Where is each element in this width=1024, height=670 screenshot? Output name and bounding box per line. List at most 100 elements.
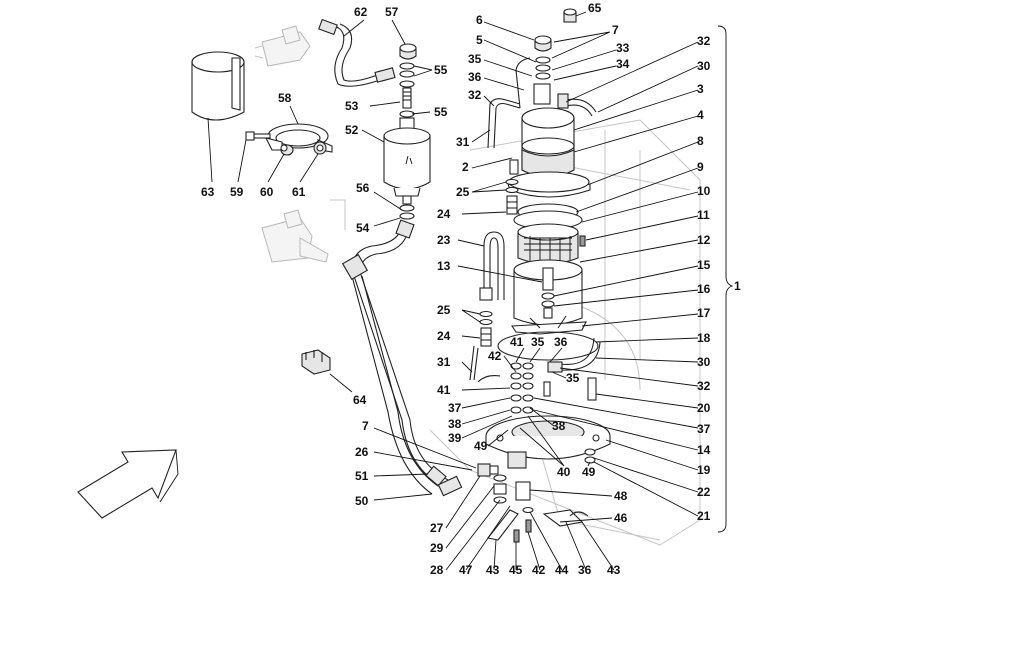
washer-stack <box>510 362 551 414</box>
callout-49: 49 <box>474 439 488 453</box>
banjo-bolt-53 <box>399 87 415 118</box>
callout-26: 26 <box>355 445 369 459</box>
callout-29: 29 <box>430 541 444 555</box>
callout-23: 23 <box>437 233 451 247</box>
callout-56: 56 <box>356 181 370 195</box>
tube-23 <box>479 231 505 301</box>
leader-lines <box>207 11 699 571</box>
callout-28: 28 <box>430 563 444 577</box>
callout-48: 48 <box>614 489 628 503</box>
callout-51: 51 <box>355 469 369 483</box>
callout-32: 32 <box>697 379 711 393</box>
callout-25: 25 <box>456 185 470 199</box>
callout-12: 12 <box>697 233 711 247</box>
callout-63: 63 <box>201 185 215 199</box>
sleeve-63 <box>191 51 245 121</box>
tube-13 <box>541 267 555 319</box>
callout-21: 21 <box>697 509 711 523</box>
direction-arrow <box>77 449 179 519</box>
callout-60: 60 <box>260 185 274 199</box>
callout-38: 38 <box>448 417 462 431</box>
callout-24: 24 <box>437 329 451 343</box>
callout-30: 30 <box>697 59 711 73</box>
screws-45-42-44 <box>513 506 534 543</box>
callout-36: 36 <box>554 335 568 349</box>
callout-8: 8 <box>697 134 704 148</box>
callout-5: 5 <box>476 33 483 47</box>
ring-9-10 <box>513 203 583 230</box>
callout-33: 33 <box>616 41 630 55</box>
callout-7: 7 <box>362 419 369 433</box>
adapter-24 <box>506 195 518 215</box>
callout-1: 1 <box>734 279 741 293</box>
fuel-pump-3 <box>521 83 575 178</box>
fuel-filter-52 <box>383 117 431 205</box>
callout-30: 30 <box>697 355 711 369</box>
callout-11: 11 <box>697 208 710 222</box>
callout-58: 58 <box>278 91 292 105</box>
connector-32c <box>547 361 563 373</box>
callout-62: 62 <box>354 5 368 19</box>
callout-24: 24 <box>437 207 451 221</box>
callout-44: 44 <box>555 563 569 577</box>
callout-53: 53 <box>345 99 359 113</box>
callout-38: 38 <box>552 419 566 433</box>
bracket-43 <box>487 509 589 541</box>
callout-32: 32 <box>468 88 482 102</box>
callout-50: 50 <box>355 494 369 508</box>
screw-11 <box>579 235 586 247</box>
callout-37: 37 <box>697 422 711 436</box>
callout-55: 55 <box>434 63 448 77</box>
callout-47: 47 <box>459 563 473 577</box>
callout-65: 65 <box>588 1 602 15</box>
callout-numbers: 62 57 55 53 55 58 52 63 59 60 61 56 54 6… <box>201 1 741 577</box>
callout-54: 54 <box>356 221 370 235</box>
flange-14 <box>485 415 611 460</box>
callout-59: 59 <box>230 185 244 199</box>
orings-25b <box>479 310 493 326</box>
bracket-8 <box>507 171 591 198</box>
wire-31b <box>469 345 501 383</box>
callout-25: 25 <box>437 303 451 317</box>
callout-34: 34 <box>616 57 630 71</box>
callout-32: 32 <box>697 34 711 48</box>
ghost-fitting-mid <box>261 209 329 263</box>
wire-31 <box>487 98 521 149</box>
callout-17: 17 <box>697 306 711 320</box>
cap-57 <box>399 43 417 60</box>
callout-42: 42 <box>488 349 502 363</box>
callout-35: 35 <box>566 371 580 385</box>
callout-49: 49 <box>582 465 596 479</box>
callout-2: 2 <box>462 160 469 174</box>
callout-22: 22 <box>697 485 711 499</box>
callout-9: 9 <box>697 160 704 174</box>
adapter-24b <box>480 327 492 347</box>
callout-41: 41 <box>510 335 524 349</box>
callout-31: 31 <box>437 355 451 369</box>
hose-62 <box>318 18 396 87</box>
callout-18: 18 <box>697 331 711 345</box>
callout-45: 45 <box>509 563 523 577</box>
callout-35: 35 <box>531 335 545 349</box>
pin-20 <box>587 377 597 401</box>
callout-6: 6 <box>476 13 483 27</box>
callout-27: 27 <box>430 521 444 535</box>
callout-55: 55 <box>434 105 448 119</box>
ghost-fitting-top <box>254 25 311 67</box>
wire-30 <box>557 93 597 117</box>
callout-4: 4 <box>697 108 704 122</box>
callout-36: 36 <box>578 563 592 577</box>
washers-21-22 <box>584 448 596 464</box>
washers-5-33 <box>535 56 551 80</box>
callout-64: 64 <box>353 393 367 407</box>
callout-10: 10 <box>697 184 711 198</box>
callout-43: 43 <box>607 563 621 577</box>
nut-60 <box>280 144 294 156</box>
hose-top-left <box>515 57 531 109</box>
fittings-27-29 <box>493 474 507 504</box>
callout-35: 35 <box>468 52 482 66</box>
callout-43: 43 <box>486 563 500 577</box>
callout-13: 13 <box>437 259 451 273</box>
callout-52: 52 <box>345 123 359 137</box>
